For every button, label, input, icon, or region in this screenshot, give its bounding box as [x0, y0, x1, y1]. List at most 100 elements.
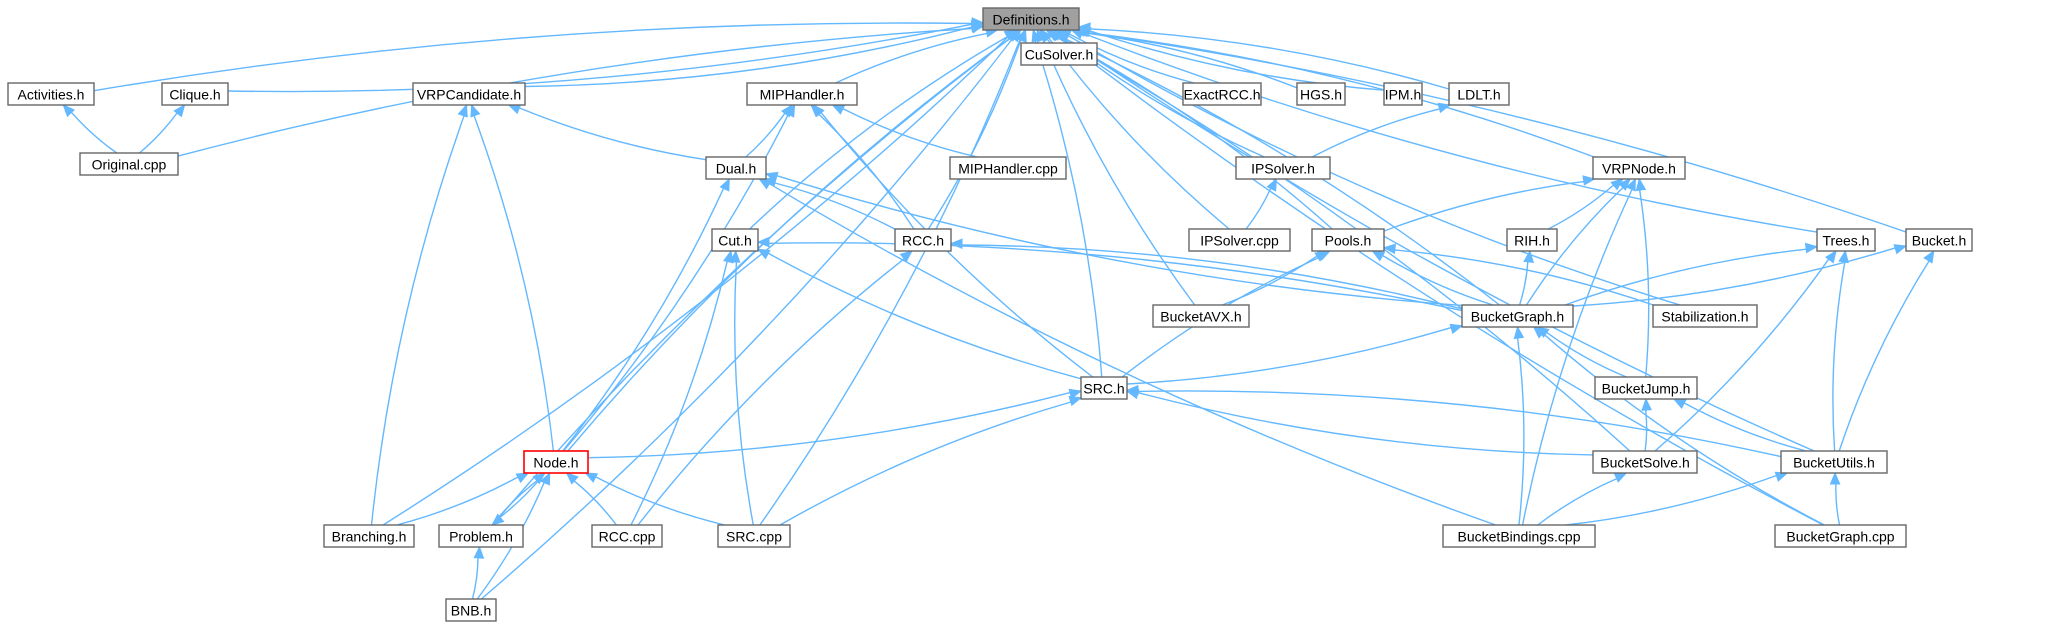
node-box	[1592, 156, 1686, 180]
node-cut[interactable]: Cut.h	[711, 228, 759, 252]
node-box	[1652, 304, 1758, 328]
node-box	[1461, 304, 1574, 328]
arrowhead	[729, 249, 741, 263]
edge-bucketbindings-to-bucketutils	[1565, 471, 1789, 526]
node-bucket[interactable]: Bucket.h	[1905, 228, 1973, 252]
node-clique[interactable]: Clique.h	[161, 82, 229, 106]
arrowhead	[1893, 244, 1908, 255]
node-rih[interactable]: RIH.h	[1506, 228, 1558, 252]
edge-line	[473, 115, 555, 452]
edge-line	[1137, 390, 1782, 458]
node-ipsolvercpp[interactable]: IPSolver.cpp	[1188, 228, 1291, 252]
edge-src-to-cut	[756, 248, 1082, 380]
node-bucketutils[interactable]: BucketUtils.h	[1780, 450, 1888, 474]
arrowhead	[457, 103, 468, 118]
edge-srccpp-to-src	[779, 395, 1083, 526]
node-src[interactable]: SRC.h	[1080, 376, 1128, 400]
node-label: Clique.h	[169, 87, 220, 103]
arrowhead	[756, 236, 770, 248]
node-pools[interactable]: Pools.h	[1311, 228, 1385, 252]
arrowhead	[1625, 177, 1636, 192]
node-activities[interactable]: Activities.h	[7, 82, 95, 106]
node-label: BucketGraph.cpp	[1786, 529, 1894, 545]
arrowhead	[812, 103, 825, 118]
node-original[interactable]: Original.cpp	[79, 152, 179, 176]
arrowhead	[1371, 250, 1386, 262]
edge-line	[1394, 249, 1654, 306]
edge-line	[1048, 37, 1230, 230]
node-srccpp[interactable]: SRC.cpp	[717, 524, 791, 548]
arrowhead	[584, 472, 599, 483]
node-trees[interactable]: Trees.h	[1816, 228, 1876, 252]
node-miphandler[interactable]: MIPHandler.h	[746, 82, 858, 106]
edge-line	[1065, 33, 1681, 306]
node-exactrcc[interactable]: ExactRCC.h	[1182, 82, 1262, 106]
arrowhead	[1825, 249, 1837, 264]
edge-src-to-bucketgraph	[1126, 323, 1464, 385]
node-label: HGS.h	[1300, 87, 1342, 103]
edge-bucketgraph-to-rcch	[949, 238, 1463, 310]
node-miphandlercpp[interactable]: MIPHandler.cpp	[949, 156, 1067, 180]
node-box	[1592, 450, 1698, 474]
arrowhead	[719, 177, 730, 192]
node-dual[interactable]: Dual.h	[705, 156, 767, 180]
node-label: BucketAVX.h	[1160, 309, 1241, 325]
node-rcccpp[interactable]: RCC.cpp	[591, 524, 663, 548]
edge-line	[927, 39, 1022, 230]
arrowhead	[1031, 28, 1042, 43]
node-branching[interactable]: Branching.h	[323, 524, 415, 548]
node-ldlt[interactable]: LDLT.h	[1448, 82, 1510, 106]
node-problem[interactable]: Problem.h	[438, 524, 524, 548]
node-bucketavx[interactable]: BucketAVX.h	[1152, 304, 1250, 328]
node-box	[438, 524, 524, 548]
node-label: IPM.h	[1385, 87, 1422, 103]
edge-stabilization-to-def	[1054, 29, 1681, 306]
node-label: BucketGraph.h	[1471, 309, 1564, 325]
node-label: ExactRCC.h	[1183, 87, 1260, 103]
node-bucketjump[interactable]: BucketJump.h	[1594, 376, 1698, 400]
arrowhead	[756, 248, 771, 260]
edge-bnb-to-def	[480, 28, 1022, 600]
node-box	[591, 524, 663, 548]
node-box	[1152, 304, 1250, 328]
edge-ipsolverh-to-ldlt	[1311, 102, 1452, 158]
edge-line	[1639, 189, 1650, 378]
node-ipsolverh[interactable]: IPSolver.h	[1235, 156, 1331, 180]
edge-line	[1311, 108, 1440, 158]
edge-bucketsolve-to-trees	[1654, 249, 1837, 452]
node-ipm[interactable]: IPM.h	[1383, 82, 1423, 106]
node-def[interactable]: Definitions.h	[982, 7, 1080, 31]
node-label: Definitions.h	[992, 12, 1069, 28]
node-bucketgraph[interactable]: BucketGraph.h	[1461, 304, 1574, 328]
node-stabilization[interactable]: Stabilization.h	[1652, 304, 1758, 328]
node-label: IPSolver.cpp	[1200, 233, 1279, 249]
node-box	[711, 228, 759, 252]
edge-line	[382, 36, 1009, 526]
node-cusolver[interactable]: CuSolver.h	[1020, 42, 1098, 66]
node-bucketgraphcpp[interactable]: BucketGraph.cpp	[1774, 524, 1907, 548]
node-box	[79, 152, 179, 176]
node-node[interactable]: Node.h	[523, 450, 589, 474]
node-hgs[interactable]: HGS.h	[1296, 82, 1346, 106]
edge-line	[227, 23, 973, 93]
edge-bucketavx-to-pools	[1222, 250, 1328, 306]
edge-bucketutils-to-bucket	[1838, 249, 1935, 452]
node-rcch[interactable]: RCC.h	[894, 228, 952, 252]
node-label: LDLT.h	[1457, 87, 1500, 103]
edge-line	[1137, 391, 1594, 456]
edge-line	[396, 476, 519, 526]
edge-line	[1832, 261, 1846, 452]
edge-bucketsolve-to-bucketjump	[1641, 397, 1652, 452]
node-bucketsolve[interactable]: BucketSolve.h	[1592, 450, 1698, 474]
edge-src-to-def	[1031, 28, 1103, 378]
node-bucketbindings[interactable]: BucketBindings.cpp	[1442, 524, 1596, 548]
node-vrpcand[interactable]: VRPCandidate.h	[412, 82, 526, 106]
node-box	[746, 82, 858, 106]
edge-line	[480, 37, 1014, 600]
node-vrpnode[interactable]: VRPNode.h	[1592, 156, 1686, 180]
node-box	[1311, 228, 1385, 252]
node-bnb[interactable]: BNB.h	[445, 598, 497, 622]
edge-line	[1042, 39, 1196, 306]
node-label: Trees.h	[1823, 233, 1870, 249]
